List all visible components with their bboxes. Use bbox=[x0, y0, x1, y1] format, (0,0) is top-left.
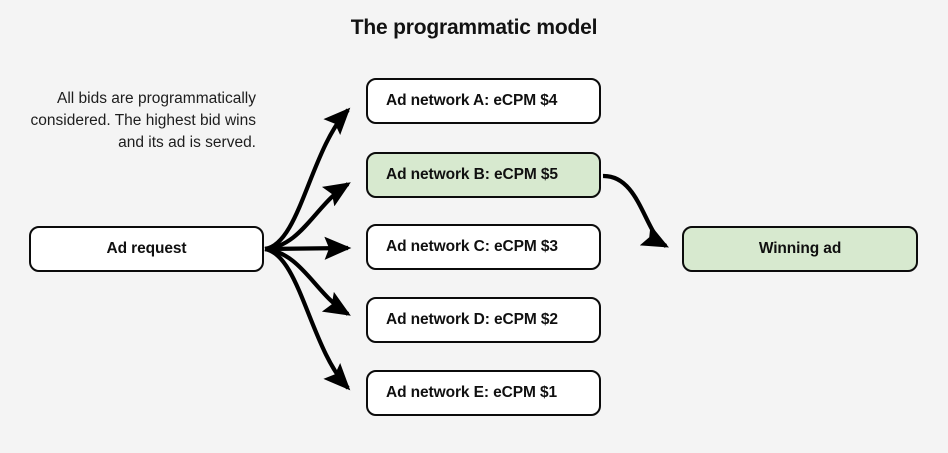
node-ad-network-c[interactable]: Ad network C: eCPM $3 bbox=[366, 224, 601, 270]
page-title: The programmatic model bbox=[350, 16, 598, 39]
node-ad-network-a-label: Ad network A: eCPM $4 bbox=[386, 92, 558, 109]
node-ad-network-b-label: Ad network B: eCPM $5 bbox=[386, 166, 558, 183]
node-winning-ad[interactable]: Winning ad bbox=[682, 226, 918, 272]
arrow-request-to-network-d bbox=[264, 246, 351, 316]
node-ad-request[interactable]: Ad request bbox=[29, 226, 264, 272]
node-ad-request-label: Ad request bbox=[106, 240, 187, 257]
node-ad-network-c-label: Ad network C: eCPM $3 bbox=[386, 238, 558, 255]
node-ad-network-d[interactable]: Ad network D: eCPM $2 bbox=[366, 297, 601, 343]
node-winning-ad-label: Winning ad bbox=[758, 240, 842, 257]
node-ad-network-e-label: Ad network E: eCPM $1 bbox=[386, 384, 558, 401]
arrow-request-to-network-b bbox=[264, 182, 351, 252]
arrow-request-to-network-e bbox=[264, 246, 351, 391]
node-ad-network-d-label: Ad network D: eCPM $2 bbox=[386, 311, 558, 328]
description-text: All bids are programmatically considered… bbox=[30, 90, 256, 151]
arrow-request-to-network-a bbox=[264, 107, 351, 252]
arrow-request-to-network-c bbox=[264, 236, 352, 260]
node-ad-network-b[interactable]: Ad network B: eCPM $5 bbox=[366, 152, 601, 198]
node-ad-network-e[interactable]: Ad network E: eCPM $1 bbox=[366, 370, 601, 416]
arrow-network-b-to-winning-ad bbox=[602, 173, 669, 248]
node-ad-network-a[interactable]: Ad network A: eCPM $4 bbox=[366, 78, 601, 124]
